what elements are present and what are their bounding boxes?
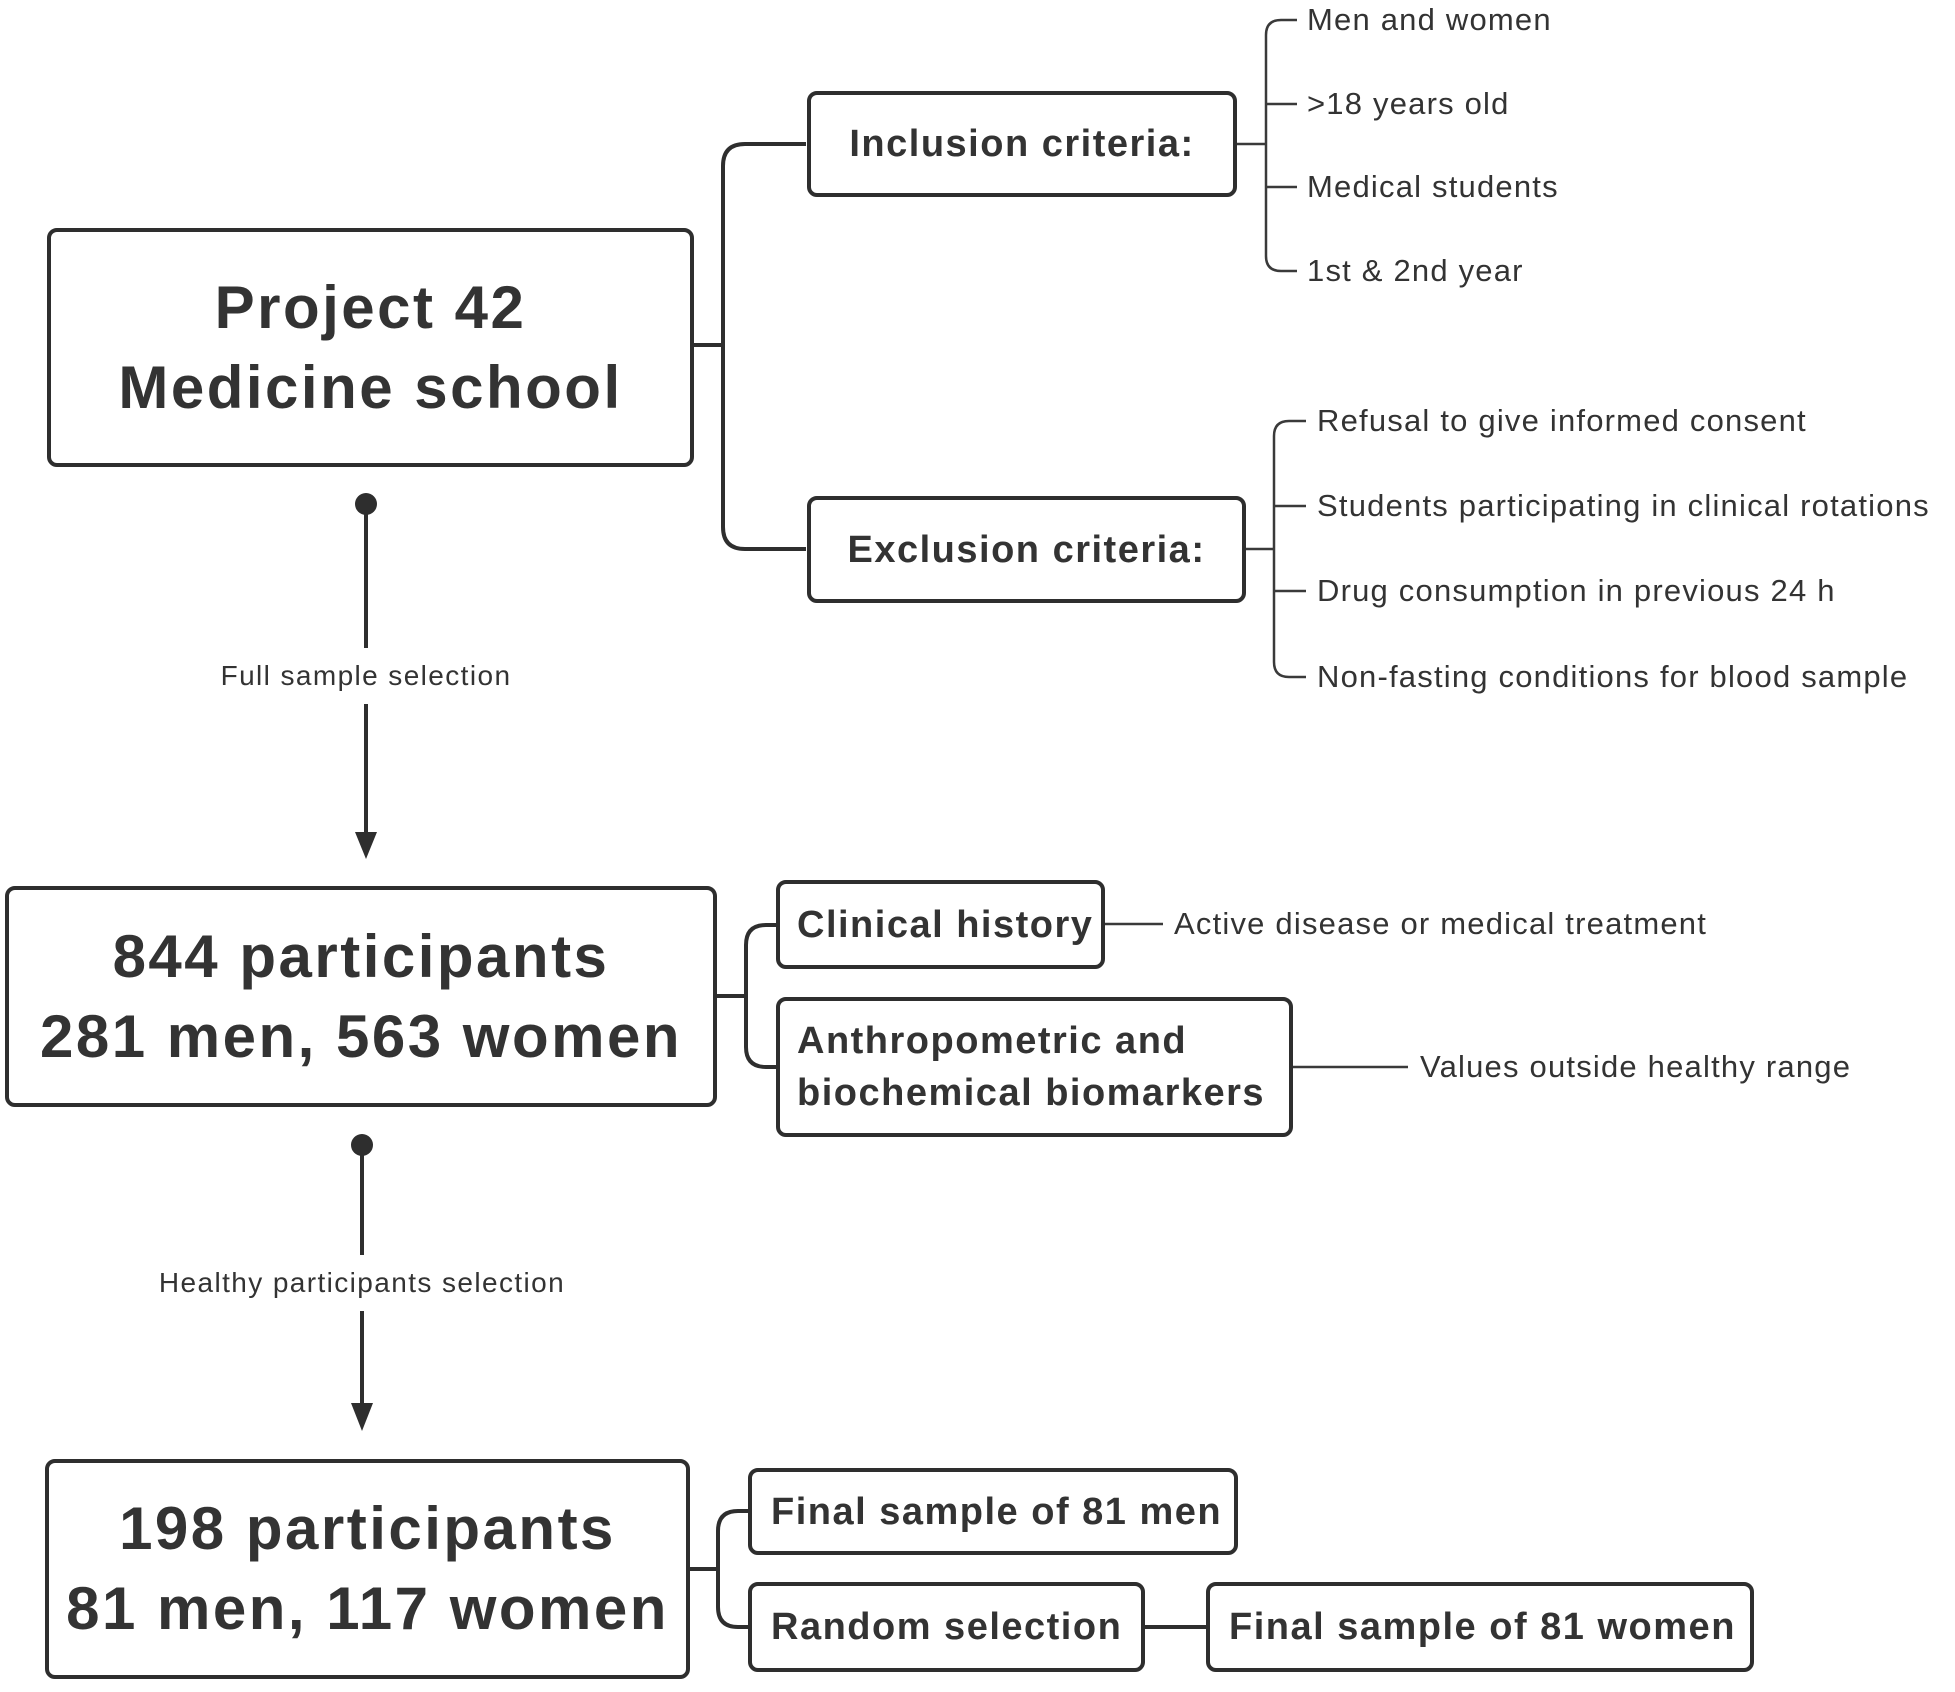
inclusion-item: Men and women [1307, 2, 1552, 37]
clinical-history-box: Clinical history [776, 880, 1105, 969]
final-women-box: Final sample of 81 women [1206, 1582, 1754, 1672]
final-men-box: Final sample of 81 men [748, 1468, 1238, 1555]
connector-healthy-to-final [716, 1509, 748, 1629]
full-sample-breakdown: 281 men, 563 women [40, 1002, 682, 1070]
exclusion-criteria-title: Exclusion criteria: [847, 528, 1206, 571]
final-women-label: Final sample of 81 women [1229, 1606, 1736, 1648]
exclusion-bracket [1272, 419, 1306, 679]
biomarkers-box: Anthropometric and biochemical biomarker… [776, 997, 1293, 1137]
exclusion-item: Refusal to give informed consent [1317, 403, 1807, 438]
inclusion-criteria-title: Inclusion criteria: [849, 123, 1195, 165]
biomarkers-title-line1: Anthropometric and [797, 1020, 1188, 1062]
exclusion-item: Drug consumption in previous 24 h [1317, 573, 1836, 608]
healthy-sample-count: 198 participants [119, 1495, 616, 1562]
inclusion-item: 1st & 2nd year [1307, 253, 1524, 288]
random-selection-box: Random selection [748, 1582, 1145, 1672]
biomarkers-title-line2: biochemical biomarkers [797, 1072, 1266, 1114]
random-selection-label: Random selection [771, 1606, 1123, 1648]
clinical-history-title: Clinical history [797, 903, 1094, 946]
arrow-head [355, 832, 377, 859]
healthy-selection-label: Healthy participants selection [158, 1255, 566, 1311]
exclusion-item: Students participating in clinical rotat… [1317, 488, 1930, 523]
connector-full-sample-to-checks [744, 923, 776, 1069]
full-sample-box: 844 participants 281 men, 563 women [5, 886, 717, 1107]
exclusion-criteria-box: Exclusion criteria: [807, 496, 1246, 603]
final-men-label: Final sample of 81 men [771, 1490, 1223, 1533]
arrow-head [351, 1403, 373, 1431]
clinical-history-criterion: Active disease or medical treatment [1174, 906, 1708, 941]
exclusion-item: Non-fasting conditions for blood sample [1317, 659, 1909, 694]
project-subtitle: Medicine school [118, 353, 623, 421]
project-box: Project 42 Medicine school [47, 228, 694, 467]
inclusion-item: >18 years old [1307, 86, 1510, 121]
biomarkers-criterion: Values outside healthy range [1420, 1049, 1852, 1084]
project-title: Project 42 [214, 273, 527, 341]
main-connectors [690, 142, 1206, 1629]
inclusion-criteria-box: Inclusion criteria: [807, 91, 1237, 197]
inclusion-bracket [1264, 18, 1297, 273]
criteria-brackets [1105, 18, 1408, 1069]
full-sample-selection-label: Full sample selection [220, 648, 512, 704]
connector-project-to-criteria [721, 142, 806, 551]
full-sample-count: 844 participants [112, 922, 610, 990]
healthy-sample-breakdown: 81 men, 117 women [66, 1575, 669, 1642]
healthy-sample-box: 198 participants 81 men, 117 women [45, 1459, 690, 1679]
inclusion-item: Medical students [1307, 169, 1559, 204]
